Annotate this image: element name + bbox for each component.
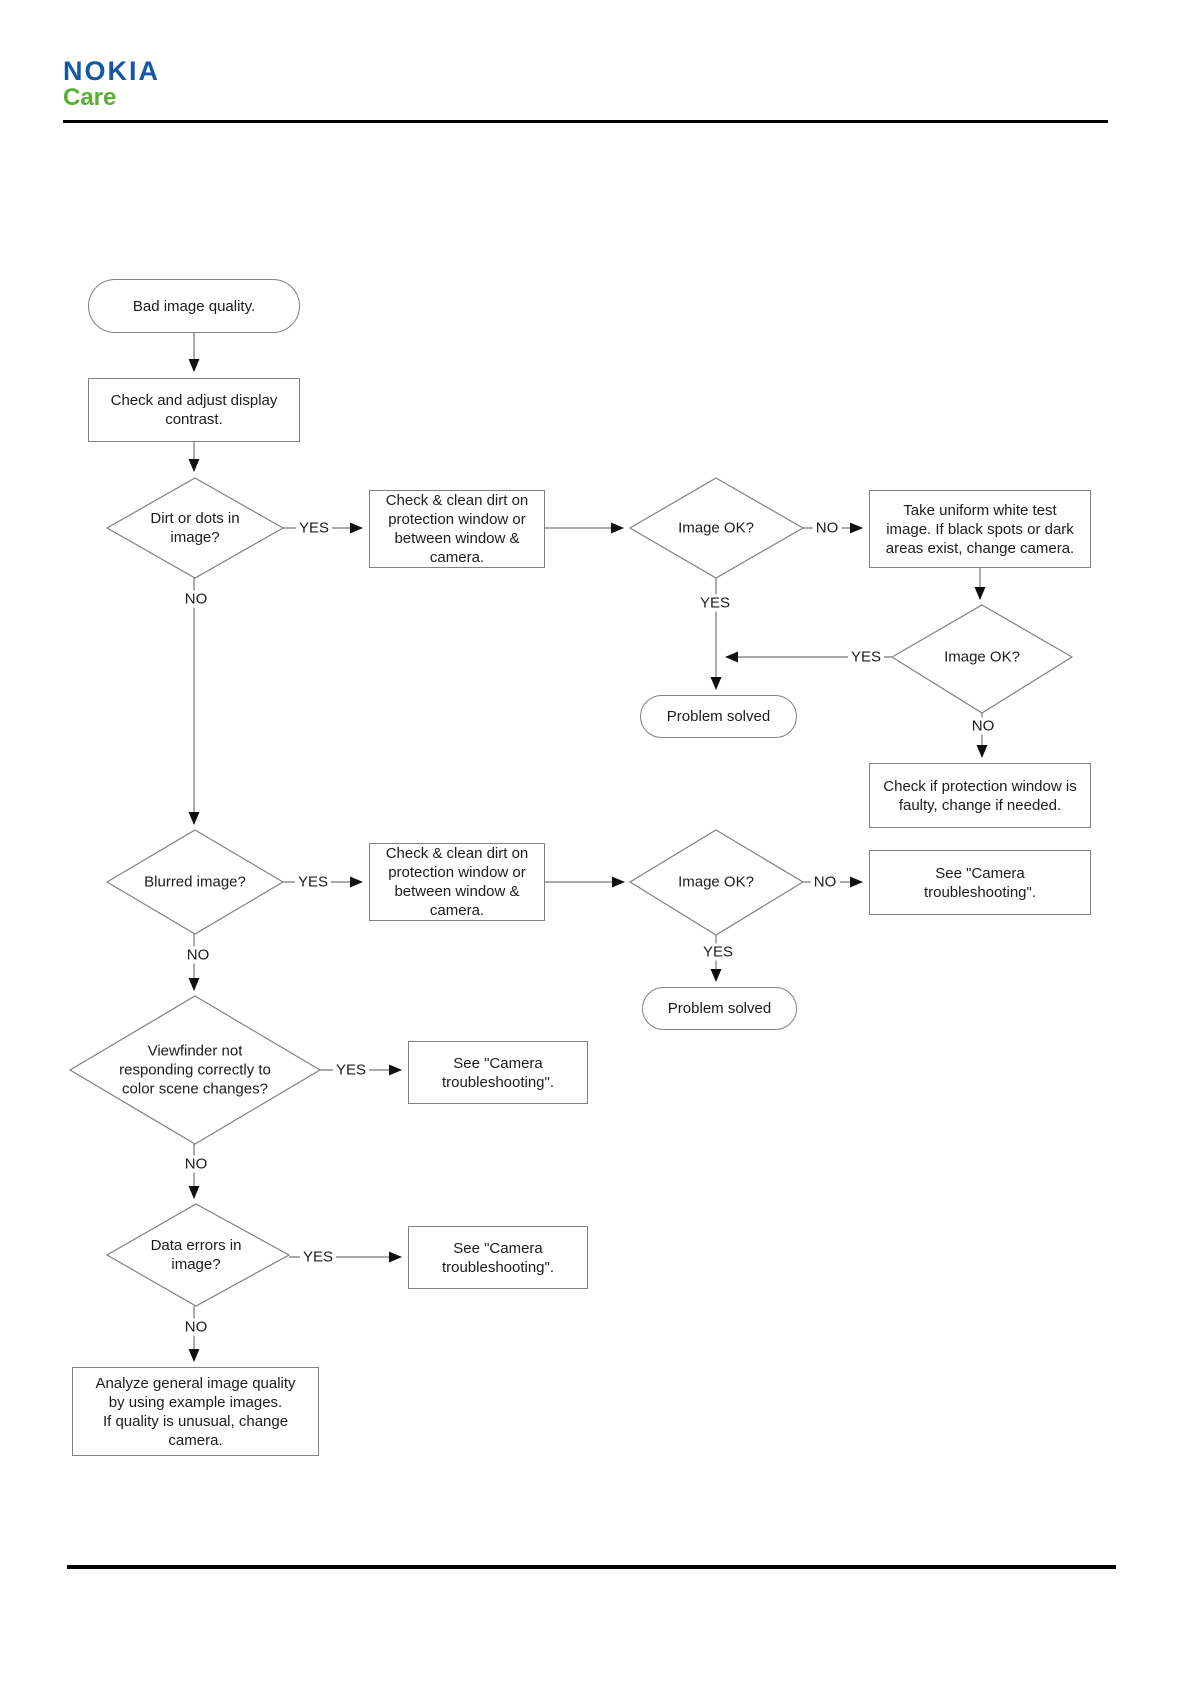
process-clean-dirt-2-label: Check & clean dirt on protection window … [385,845,529,919]
decision-imageok3-label: Image OK? [678,873,754,891]
decision-dataerrors-shape [105,1203,291,1307]
decision-blurred-label: Blurred image? [144,873,246,891]
process-analyze-quality: Analyze general image quality by using e… [72,1367,319,1456]
branch-label-yes-dataerrors: YES [299,1248,337,1266]
terminator-problem-solved-2-label: Problem solved [667,1000,772,1017]
footer-rule [67,1565,1116,1569]
process-white-test: Take uniform white test image. If black … [869,490,1091,568]
terminator-bad-image-quality-label: Bad image quality. [132,297,256,315]
decision-imageok2-shape [890,604,1074,714]
decision-imageok3-shape [628,829,805,936]
nokia-care-logo: NOKIA Care [63,58,160,110]
process-clean-dirt-1-label: Check & clean dirt on protection window … [385,492,529,566]
branch-label-no-dirt: NO [181,590,211,608]
process-camera-troubleshooting-1-label: See "Camera troubleshooting". [923,864,1037,901]
process-white-test-label: Take uniform white test image. If black … [885,501,1075,557]
process-adjust-contrast-label: Check and adjust display contrast. [110,392,278,428]
process-clean-dirt-2: Check & clean dirt on protection window … [369,843,545,921]
process-analyze-quality-label: Analyze general image quality by using e… [95,1374,296,1449]
branch-label-yes-imageok2: YES [847,648,885,666]
process-clean-dirt-1: Check & clean dirt on protection window … [369,490,545,568]
process-check-window: Check if protection window is faulty, ch… [869,763,1091,828]
decision-blurred-shape [105,829,285,935]
process-camera-troubleshooting-3-label: See "Camera troubleshooting". [441,1239,555,1276]
process-check-window-label: Check if protection window is faulty, ch… [883,777,1077,814]
decision-viewfinder-label: Viewfinder not responding correctly to c… [119,1042,271,1098]
branch-label-yes-dirt: YES [295,519,333,537]
branch-label-yes-imageok1: YES [696,594,734,612]
decision-viewfinder-shape [68,995,322,1145]
branch-label-no-viewfinder: NO [181,1155,211,1173]
care-wordmark: Care [63,84,117,111]
decision-imageok2-label: Image OK? [944,648,1020,666]
process-camera-troubleshooting-3: See "Camera troubleshooting". [408,1226,588,1289]
decision-dataerrors-label: Data errors in image? [150,1237,242,1273]
process-camera-troubleshooting-1: See "Camera troubleshooting". [869,850,1091,915]
decision-imageok1-label: Image OK? [678,519,754,537]
terminator-problem-solved-1: Problem solved [640,695,797,738]
branch-label-no-imageok1: NO [812,519,842,537]
header-rule [63,120,1108,123]
process-adjust-contrast: Check and adjust display contrast. [88,378,300,442]
terminator-problem-solved-1-label: Problem solved [666,708,771,725]
branch-label-no-blurred: NO [183,946,213,964]
branch-label-yes-viewfinder: YES [332,1061,370,1079]
decision-imageok1-shape [628,477,805,579]
branch-label-yes-blurred: YES [294,873,332,891]
nokia-wordmark: NOKIA [63,56,160,86]
terminator-problem-solved-2: Problem solved [642,987,797,1030]
branch-label-no-dataerrors: NO [181,1318,211,1336]
branch-label-yes-imageok3: YES [699,943,737,961]
process-camera-troubleshooting-2-label: See "Camera troubleshooting". [441,1054,555,1091]
branch-label-no-imageok2: NO [968,717,998,735]
decision-dirt-label: Dirt or dots in image? [150,510,240,546]
terminator-bad-image-quality: Bad image quality. [88,279,300,333]
branch-label-no-imageok3: NO [810,873,840,891]
decision-dirt-shape [105,477,285,579]
process-camera-troubleshooting-2: See "Camera troubleshooting". [408,1041,588,1104]
